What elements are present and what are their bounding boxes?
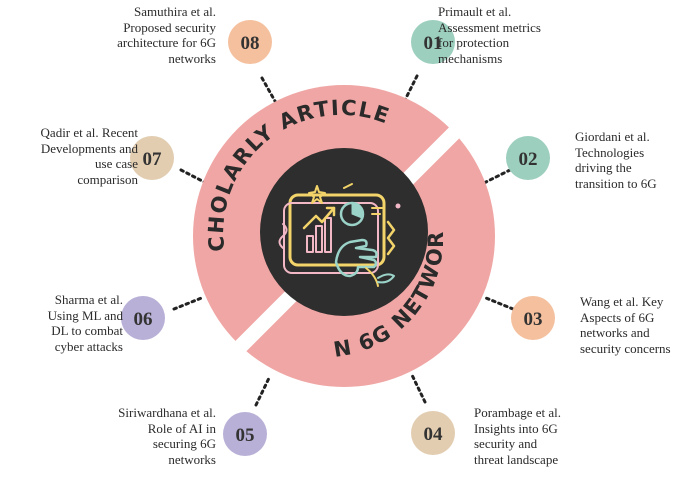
article-label-03: Wang et al. Key Aspects of 6G networks a…	[580, 294, 671, 356]
article-label-02: Giordani et al. Technologies driving the…	[575, 129, 657, 191]
number-circle-05: 05	[223, 412, 267, 456]
number-circle-fill	[223, 412, 267, 456]
article-label-05: Siriwardhana et al. Role of AI in securi…	[118, 405, 216, 467]
number-circle-fill	[130, 136, 174, 180]
article-label-04: Porambage et al. Insights into 6G securi…	[474, 405, 561, 467]
number-label: 08	[241, 33, 260, 54]
number-label: 07	[143, 149, 163, 170]
number-circle-fill	[121, 296, 165, 340]
dashboard-analytics-icon	[278, 183, 401, 287]
connector-06	[172, 295, 206, 311]
connector-03	[484, 296, 515, 311]
number-circle-07: 07	[130, 136, 174, 180]
number-circle-fill	[411, 20, 455, 64]
number-circles: 01 02 03 04 05 06 07 08	[121, 20, 555, 456]
number-circle-03: 03	[511, 296, 555, 340]
connector-04	[410, 373, 427, 404]
article-label-06: Sharma et al. Using ML and DL to combat …	[47, 292, 123, 354]
article-label-08: Samuthira et al. Proposed security archi…	[117, 4, 216, 66]
connector-08	[260, 76, 282, 112]
article-label-01: Primault et al. Assessment metrics for p…	[438, 4, 541, 66]
article-label-07: Qadir et al. Recent Developments and use…	[40, 125, 138, 187]
number-label: 06	[134, 309, 153, 330]
number-label: 04	[424, 424, 444, 445]
number-circle-08: 08	[228, 20, 272, 64]
number-label: 03	[524, 309, 543, 330]
number-circle-01: 01	[411, 20, 455, 64]
number-circle-fill	[511, 296, 555, 340]
number-circle-02: 02	[506, 136, 550, 180]
number-label: 05	[236, 425, 255, 446]
number-label: 02	[519, 149, 538, 170]
number-label: 01	[424, 33, 443, 54]
number-circle-04: 04	[411, 411, 455, 455]
number-circle-06: 06	[121, 296, 165, 340]
connector-02	[482, 168, 512, 185]
number-circle-fill	[411, 411, 455, 455]
number-circle-fill	[506, 136, 550, 180]
number-circle-fill	[228, 20, 272, 64]
connector-05	[254, 374, 272, 407]
